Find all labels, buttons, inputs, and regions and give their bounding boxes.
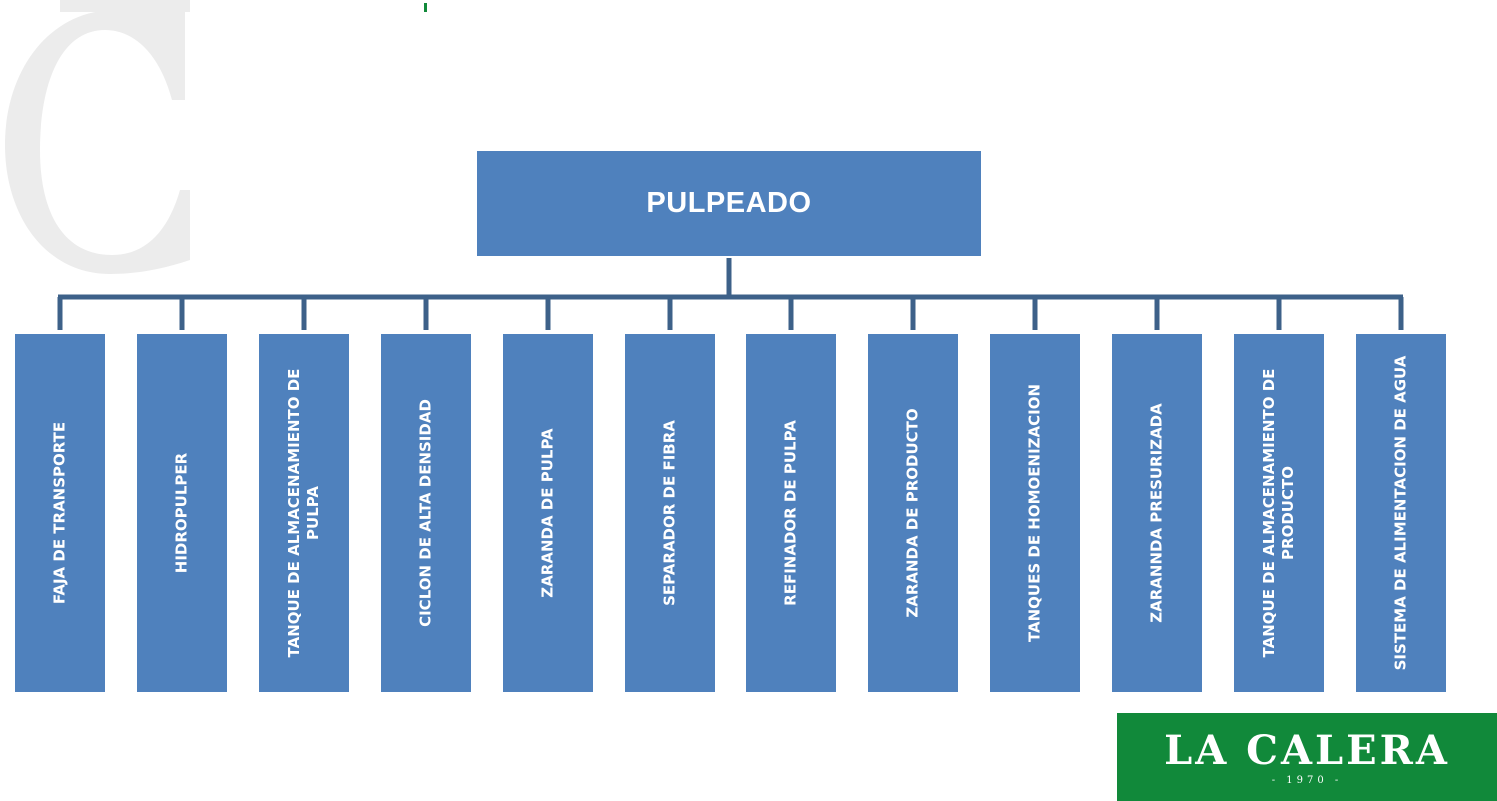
child-node: SISTEMA DE ALIMENTACION DE AGUA — [1356, 334, 1446, 692]
child-node-label: FAJA DE TRANSPORTE — [50, 421, 69, 605]
child-node: FAJA DE TRANSPORTE — [15, 334, 105, 692]
child-node-label: TANQUE DE ALMACENAMIENTO DE PULPA — [285, 368, 322, 658]
child-node-label: CICLON DE ALTA DENSIDAD — [416, 399, 435, 627]
watermark-c-logo — [5, 0, 190, 274]
child-node-label: TANQUE DE ALMACENAMIENTO DE PRODUCTO — [1260, 368, 1297, 658]
child-node: ZARANNDA PRESURIZADA — [1112, 334, 1202, 692]
la-calera-logo: LA CALERA - 1970 - — [1117, 713, 1497, 801]
child-node: TANQUE DE ALMACENAMIENTO DE PRODUCTO — [1234, 334, 1324, 692]
child-node-label: ZARANDA DE PRODUCTO — [903, 408, 922, 618]
child-node: SEPARADOR DE FIBRA — [625, 334, 715, 692]
child-node: CICLON DE ALTA DENSIDAD — [381, 334, 471, 692]
root-node-pulpeado: PULPEADO — [477, 151, 981, 256]
child-node: HIDROPULPER — [137, 334, 227, 692]
child-node-label: TANQUES DE HOMOENIZACION — [1025, 383, 1044, 643]
root-node-label: PULPEADO — [646, 187, 812, 219]
child-node-label: HIDROPULPER — [172, 452, 191, 574]
child-node-label: ZARANDA DE PULPA — [538, 428, 557, 598]
top-mark — [424, 3, 427, 12]
logo-year: - 1970 - — [1271, 774, 1343, 786]
child-node: TANQUE DE ALMACENAMIENTO DE PULPA — [259, 334, 349, 692]
child-node: ZARANDA DE PULPA — [503, 334, 593, 692]
child-node: REFINADOR DE PULPA — [746, 334, 836, 692]
logo-name: LA CALERA — [1164, 726, 1450, 774]
child-node-label: REFINADOR DE PULPA — [781, 420, 800, 606]
child-node: TANQUES DE HOMOENIZACION — [990, 334, 1080, 692]
child-node-label: SISTEMA DE ALIMENTACION DE AGUA — [1391, 355, 1410, 671]
child-node: ZARANDA DE PRODUCTO — [868, 334, 958, 692]
child-node-label: SEPARADOR DE FIBRA — [660, 420, 679, 606]
child-node-label: ZARANNDA PRESURIZADA — [1147, 403, 1166, 623]
